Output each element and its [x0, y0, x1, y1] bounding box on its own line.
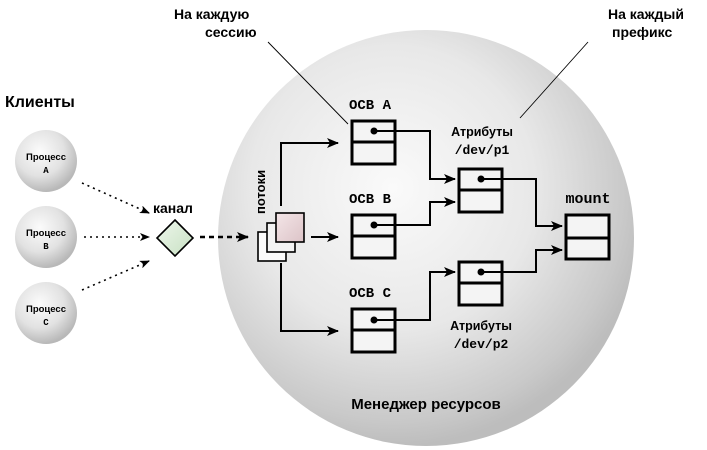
attr-p1-label: Атрибуты: [451, 125, 513, 139]
attr-p1-to-mount-arrow: [481, 178, 563, 231]
attr-p1-path: /dev/p1: [455, 143, 510, 158]
annotation-per-session-line2: сессию: [205, 24, 257, 40]
annotation-per-prefix-line1: На каждый: [608, 6, 684, 22]
channel-diamond: [155, 218, 195, 258]
process-c-to-channel-arrow: [81, 260, 150, 291]
attr-p1-box: [457, 167, 504, 214]
process-c: Процесс C: [15, 282, 77, 344]
attr-p2-path: /dev/p2: [454, 337, 509, 352]
process-b-id: B: [43, 242, 49, 252]
threads-label: потоки: [253, 170, 268, 214]
ocb-a-label: OCB A: [349, 98, 392, 114]
process-a-sphere: [15, 130, 77, 192]
ocb-c-box: [350, 307, 397, 354]
resource-manager-title: Менеджер ресурсов: [351, 396, 501, 413]
process-a-id: A: [43, 166, 49, 176]
mount-box: [564, 213, 611, 261]
thread-card-1: [275, 212, 305, 243]
resource-manager-sphere: [218, 30, 634, 446]
thread-to-ocb-a-arrow: [280, 138, 339, 206]
ocb-b-label: OCB B: [349, 192, 392, 208]
process-a-to-channel-arrow: [81, 182, 150, 214]
attr-p2-to-mount-arrow: [481, 245, 563, 273]
per-session-leader-line: [267, 41, 349, 125]
process-b-label: Процесс: [26, 228, 66, 239]
attr-p2-box: [457, 260, 504, 307]
ocb-c-label: OCB C: [349, 286, 392, 302]
process-c-label: Процесс: [26, 304, 66, 315]
process-b-sphere: [15, 206, 77, 268]
ocb-a-to-attr-p1-arrow: [374, 130, 456, 184]
annotation-per-session-line1: На каждую: [174, 6, 249, 22]
process-c-sphere: [15, 282, 77, 344]
process-b: Процесс B: [15, 206, 77, 268]
process-a-label: Процесс: [26, 152, 66, 163]
clients-heading: Клиенты: [5, 94, 75, 111]
mount-label: mount: [565, 191, 610, 208]
per-prefix-leader-line: [519, 41, 589, 119]
process-a: Процесс A: [15, 130, 77, 192]
annotation-per-prefix-line2: префикс: [612, 24, 672, 40]
ocb-b-box: [350, 213, 397, 260]
channel-label: канал: [153, 200, 193, 216]
process-c-id: C: [43, 318, 49, 328]
thread-to-ocb-c-arrow: [280, 263, 339, 336]
attr-p2-label: Атрибуты: [450, 319, 512, 333]
ocb-c-to-attr-p2-arrow: [374, 267, 456, 321]
threads-stack: [257, 212, 305, 262]
ocb-a-box: [350, 119, 397, 166]
ocb-b-to-attr-p1-arrow: [374, 197, 456, 226]
